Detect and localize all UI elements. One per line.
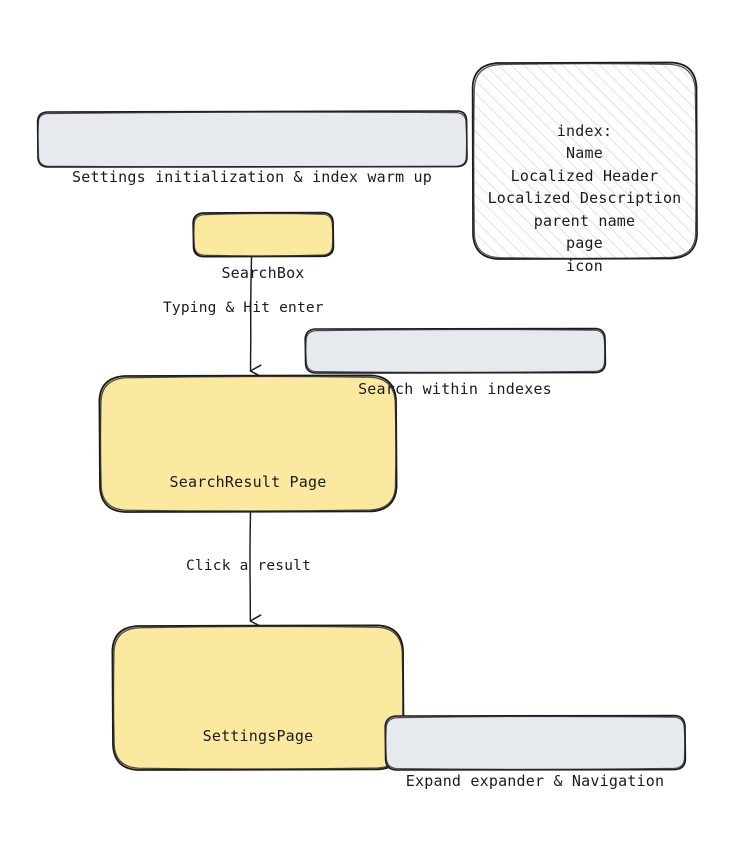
expand-expander-note[interactable] xyxy=(385,715,685,770)
search-within-indexes-note[interactable] xyxy=(305,328,605,373)
settings-init-note[interactable] xyxy=(37,110,467,167)
node-settings-page[interactable] xyxy=(113,625,403,770)
edge-label-click-a-result: Click a result xyxy=(186,558,312,574)
flowchart-canvas: Settings initialization & index warm up … xyxy=(36,61,698,790)
index-note[interactable] xyxy=(472,62,697,259)
node-search-box[interactable] xyxy=(193,212,333,257)
node-search-result-page[interactable] xyxy=(100,375,396,512)
edge-label-typing-hit-enter: Typing & Hit enter xyxy=(163,300,324,316)
